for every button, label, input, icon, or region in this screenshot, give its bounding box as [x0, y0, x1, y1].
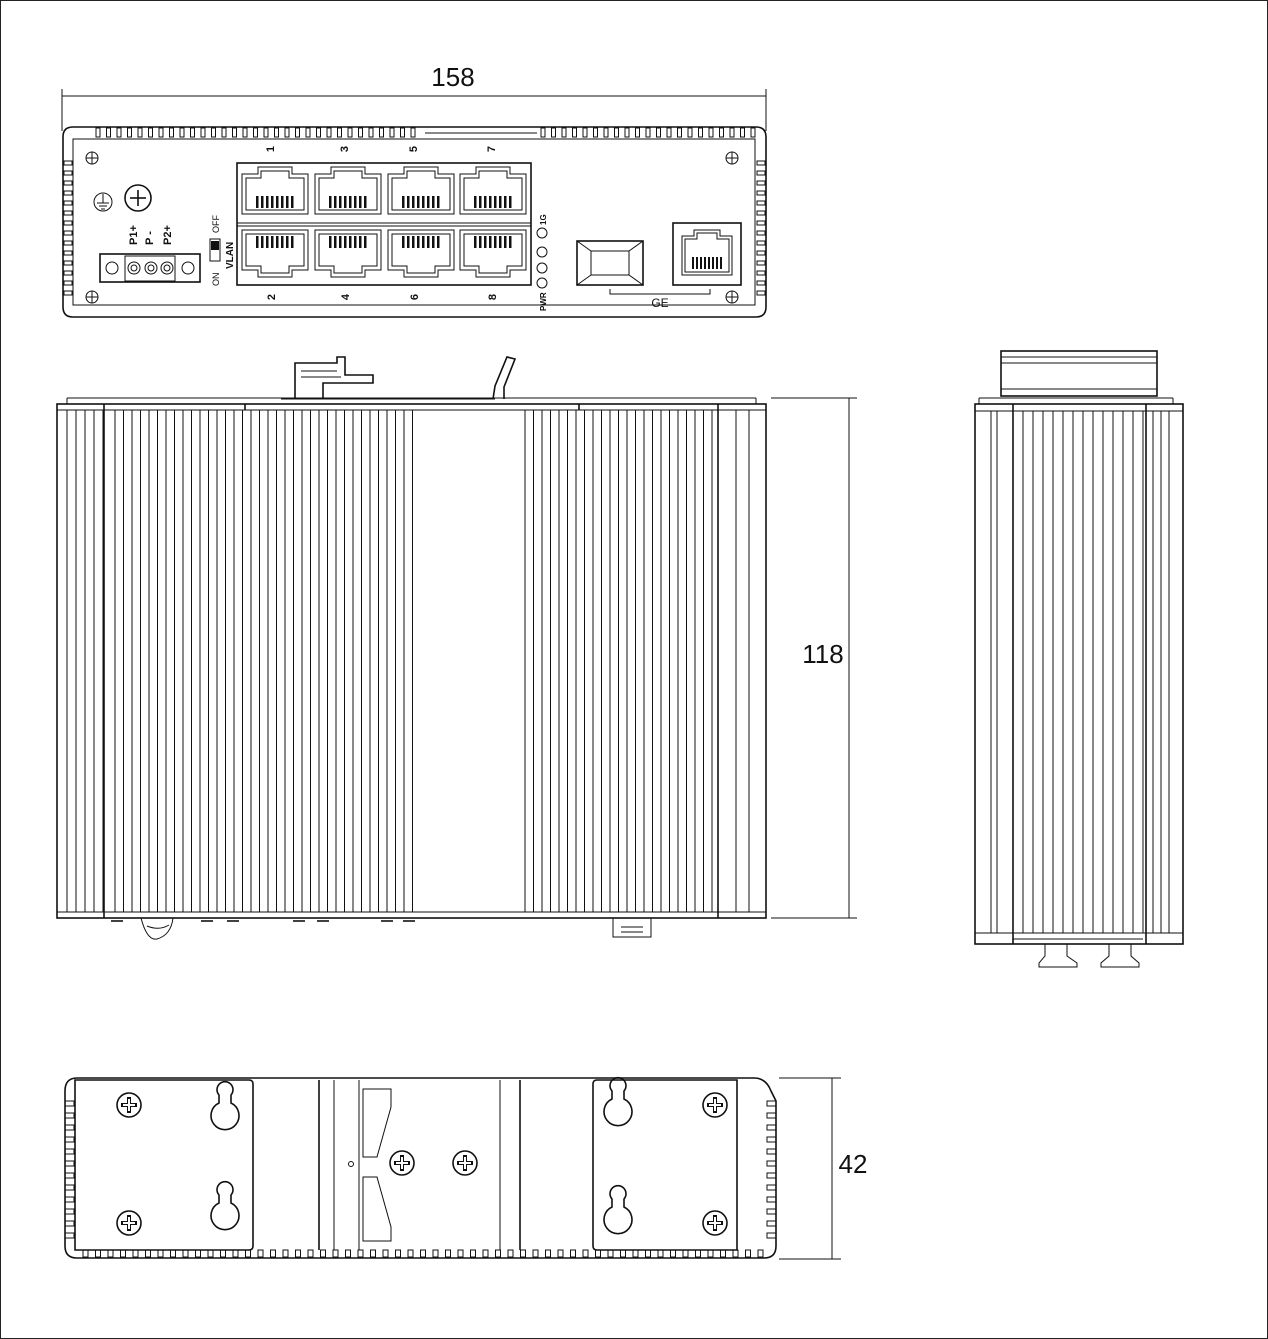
- switch-vlan-label: VLAN: [225, 242, 236, 269]
- status-leds: 1G PWR: [536, 214, 548, 311]
- port-label-4: 4: [340, 293, 352, 300]
- port-label-3: 3: [339, 146, 351, 152]
- rj45-port-icon: [314, 166, 382, 215]
- ge-label: GE: [651, 296, 668, 310]
- ge-rj45-port: [672, 222, 742, 286]
- rj45-port-icon: [459, 166, 527, 215]
- port-label-5: 5: [408, 146, 420, 152]
- side-view: [56, 356, 767, 940]
- height-dimension: 118: [771, 397, 857, 919]
- rj45-port-icon: [241, 229, 309, 278]
- power-terminal-block: [99, 253, 201, 283]
- rj45-port-icon: [459, 229, 527, 278]
- switch-off-label: OFF: [211, 215, 221, 233]
- vlan-dip-switch: OFF ON VLAN: [209, 215, 236, 287]
- end-heatsink-ribs: [990, 404, 1170, 944]
- rj45-port-icon: [387, 166, 455, 215]
- sfp-port: [576, 240, 644, 286]
- port-label-6: 6: [409, 294, 421, 300]
- led-label-1g: 1G: [539, 214, 548, 225]
- width-value: 158: [431, 62, 474, 92]
- port-label-2: 2: [266, 294, 278, 300]
- rj45-port-icon: [241, 166, 309, 215]
- top-fins: [95, 127, 756, 138]
- power-label-p2: P2+: [162, 225, 174, 245]
- bottom-view: [64, 1076, 777, 1259]
- side-fins: [63, 160, 766, 296]
- front-panel-view: P1+ P - P2+ OFF ON VLAN 1 3 5 7: [62, 126, 767, 318]
- ground-screw-icon: [124, 184, 152, 212]
- rj45-port-icon: [387, 229, 455, 278]
- port-label-1: 1: [265, 146, 277, 152]
- height-value: 118: [802, 639, 843, 669]
- port-label-7: 7: [486, 146, 498, 152]
- switch-on-label: ON: [211, 273, 221, 287]
- width-dimension: 158: [61, 62, 767, 131]
- led-label-pwr: PWR: [539, 292, 548, 311]
- bottom-fins: [64, 1100, 777, 1258]
- rj45-port-block: [236, 162, 532, 286]
- depth-dimension: 42: [779, 1077, 868, 1260]
- corner-screws: [85, 151, 739, 304]
- ground-icon: [93, 192, 113, 212]
- end-view: [974, 350, 1184, 968]
- heatsink-ribs: [66, 404, 750, 918]
- port-label-8: 8: [487, 294, 499, 300]
- rj45-ports: [241, 166, 527, 278]
- depth-value: 42: [839, 1149, 868, 1179]
- power-label-p1: P1+: [128, 225, 140, 245]
- rj45-port-icon: [314, 229, 382, 278]
- power-label-pminus: P -: [144, 231, 156, 245]
